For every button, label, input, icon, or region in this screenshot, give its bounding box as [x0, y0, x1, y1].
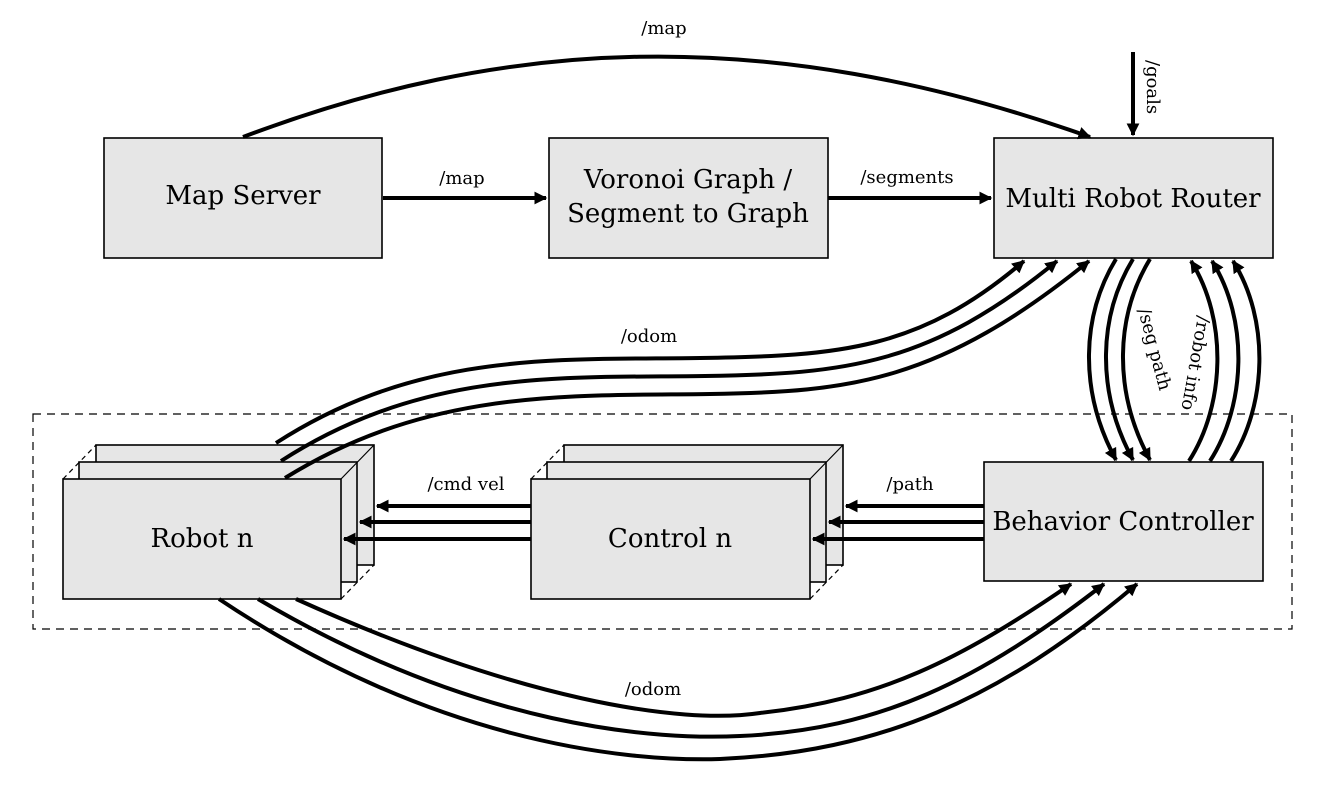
edge-label-map-mid: /map	[439, 168, 484, 189]
edge-label-goals: /goals	[1142, 60, 1163, 114]
edge-label-odom-top: /odom	[621, 326, 677, 347]
robot-group-boundary	[32, 413, 1293, 630]
edge-odom-robot-to-router	[274, 259, 1091, 480]
map-server-label: Map Server	[165, 181, 321, 211]
control-label: Control n	[608, 524, 732, 554]
edge-cmd-vel-control-to-robot	[342, 499, 531, 546]
edge-label-seg-path: /seg path	[1133, 306, 1175, 393]
edge-label-map-top: /map	[641, 18, 686, 39]
robot-label: Robot n	[151, 524, 254, 554]
edge-seg-path-router-to-behavior	[1087, 257, 1152, 462]
edge-label-cmd-vel: /cmd vel	[427, 474, 504, 495]
edge-map-to-router	[242, 54, 1092, 140]
control-node-stack: Control n	[530, 444, 844, 600]
voronoi-label-line2: Segment to Graph	[567, 199, 809, 229]
edge-robot-info-behavior-to-router	[1187, 259, 1262, 463]
behavior-controller-label: Behavior Controller	[992, 507, 1254, 537]
voronoi-label-line1: Voronoi Graph /	[583, 165, 792, 195]
edge-label-path: /path	[886, 474, 934, 495]
edge-path-behavior-to-control	[811, 499, 984, 546]
edge-label-odom-bottom: /odom	[625, 679, 681, 700]
edge-odom-robot-to-behavior	[217, 582, 1139, 762]
multi-robot-router-label: Multi Robot Router	[1005, 184, 1261, 214]
behavior-controller-node: Behavior Controller	[983, 461, 1264, 582]
multi-robot-router-node: Multi Robot Router	[993, 137, 1274, 259]
robot-node-stack: Robot n	[62, 444, 375, 600]
edge-label-segments: /segments	[860, 167, 953, 188]
map-server-node: Map Server	[103, 137, 383, 259]
edge-label-robot-info: /robot info	[1176, 314, 1213, 412]
voronoi-graph-node: Voronoi Graph / Segment to Graph	[548, 137, 829, 259]
